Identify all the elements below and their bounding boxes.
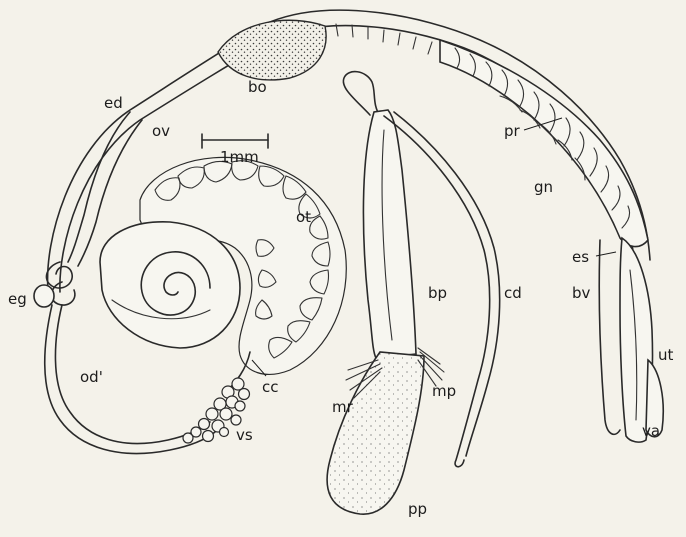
label-mr: mr xyxy=(332,398,354,416)
label-ed: ed xyxy=(104,94,123,112)
albumen-gland-bo xyxy=(218,20,326,80)
label-ut: ut xyxy=(658,346,674,364)
label-pr: pr xyxy=(504,122,521,140)
label-gn: gn xyxy=(534,178,553,196)
label-ov: ov xyxy=(152,122,170,140)
label-pp: pp xyxy=(408,500,427,518)
label-cc: cc xyxy=(262,378,279,396)
ovotestis-ot xyxy=(100,157,346,374)
label-bo: bo xyxy=(248,78,267,96)
label-bv: bv xyxy=(572,284,591,302)
scale-bar-label: 1mm xyxy=(220,148,259,166)
label-va: va xyxy=(642,422,660,440)
egg-eg xyxy=(34,285,54,307)
label-bp: bp xyxy=(428,284,447,302)
label-vs: vs xyxy=(236,426,253,444)
label-od: od' xyxy=(80,368,103,386)
vagina-complex xyxy=(599,238,663,442)
label-mp: mp xyxy=(432,382,456,400)
label-cd: cd xyxy=(504,284,522,302)
label-eg: eg xyxy=(8,290,27,308)
label-ot: ot xyxy=(296,208,311,226)
label-es: es xyxy=(572,248,589,266)
